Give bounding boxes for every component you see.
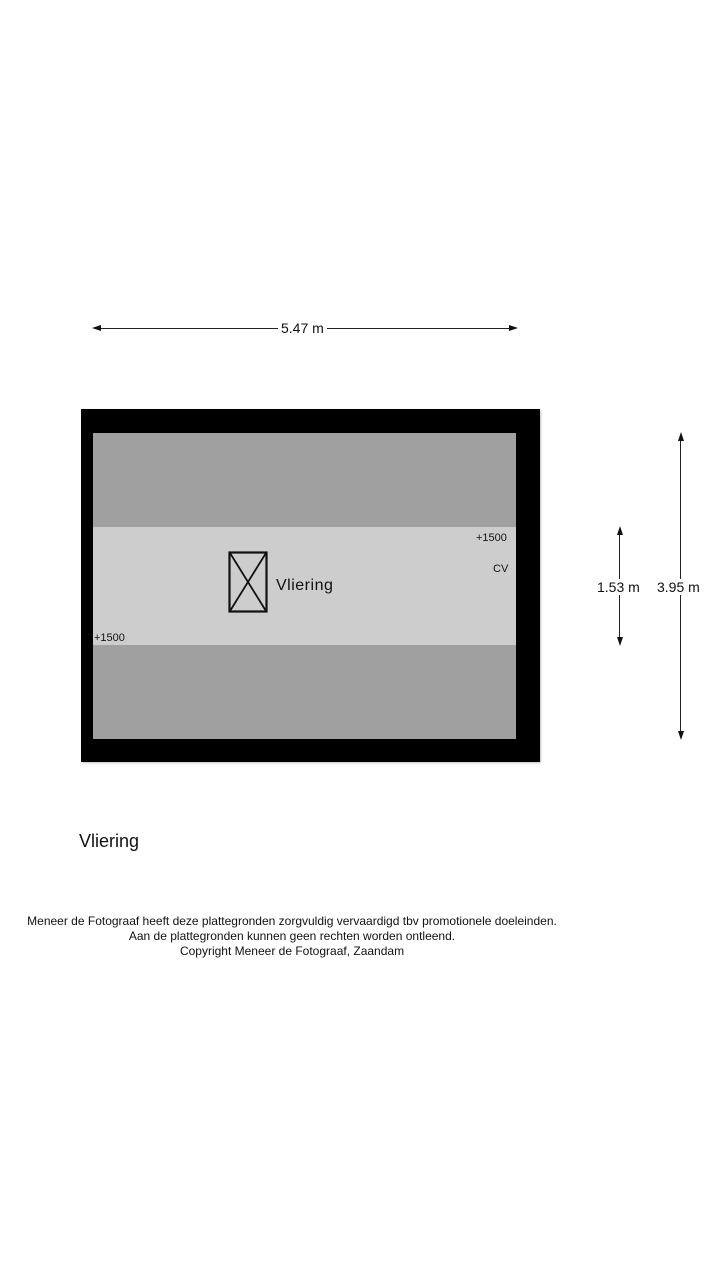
- height-annotation-bottom-left: +1500: [94, 632, 125, 644]
- disclaimer-line-3: Copyright Meneer de Fotograaf, Zaandam: [179, 944, 405, 958]
- attic-hatch-icon: [228, 551, 268, 613]
- height-annotation-top-right: +1500: [476, 532, 507, 544]
- disclaimer: Meneer de Fotograaf heeft deze plattegro…: [0, 914, 584, 959]
- disclaimer-line-2: Aan de plattegronden kunnen geen rechten…: [128, 929, 456, 943]
- disclaimer-line-1: Meneer de Fotograaf heeft deze plattegro…: [27, 914, 557, 928]
- width-dimension-label: 5.47 m: [278, 320, 327, 336]
- low-ceiling-zone-top: [93, 433, 516, 527]
- arrow-right-icon: [509, 325, 518, 331]
- headroom-dimension-label: 1.53 m: [594, 579, 643, 595]
- arrow-down-icon: [617, 637, 623, 646]
- arrow-down-icon: [678, 731, 684, 740]
- arrow-up-icon: [617, 526, 623, 535]
- depth-dimension-label: 3.95 m: [654, 579, 703, 595]
- arrow-left-icon: [92, 325, 101, 331]
- arrow-up-icon: [678, 432, 684, 441]
- floor-caption: Vliering: [79, 831, 140, 851]
- equipment-label-cv: CV: [493, 563, 509, 575]
- full-height-zone: [93, 527, 516, 645]
- low-ceiling-zone-bottom: [93, 645, 516, 739]
- room-label: Vliering: [276, 577, 334, 594]
